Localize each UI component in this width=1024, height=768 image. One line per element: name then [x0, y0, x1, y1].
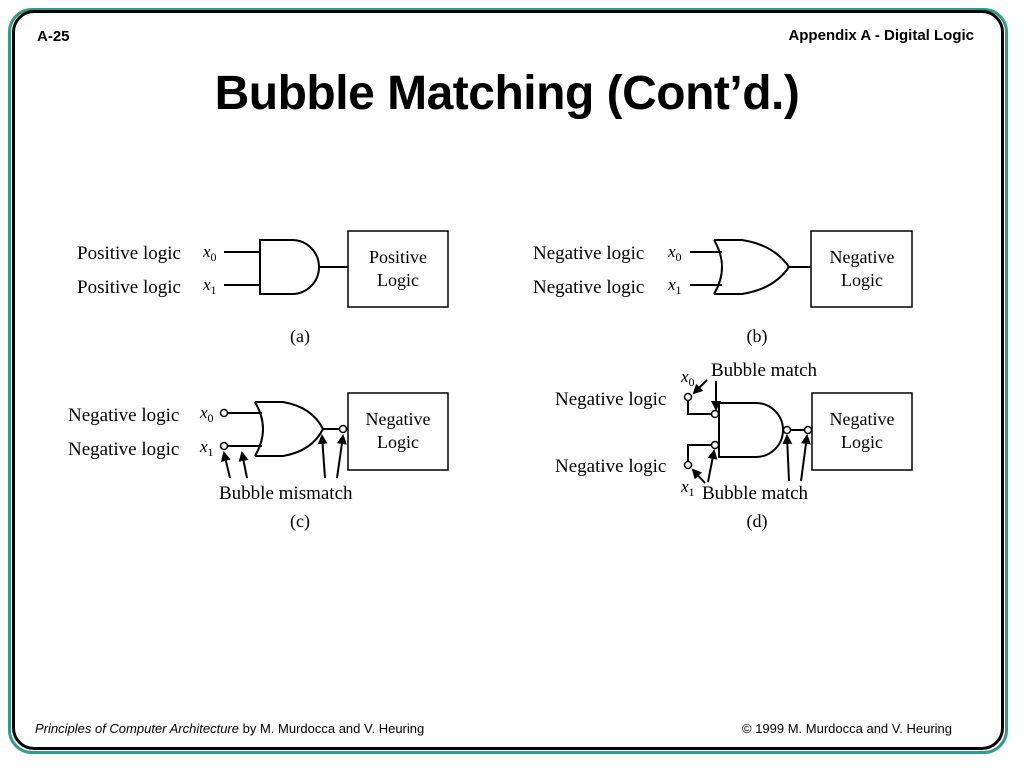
slide-title: Bubble Matching (Cont’d.) — [214, 67, 800, 120]
page-number: A-25 — [37, 28, 70, 45]
bubble-match-label-top: Bubble match — [711, 360, 818, 381]
input-wire-bottom — [687, 444, 711, 461]
variable-x1: x1 — [667, 275, 682, 297]
input-bubble-top — [683, 392, 693, 402]
nand-gate — [718, 402, 784, 458]
panel-a: Positive logic Positive logic x0 x1 Posi… — [77, 230, 449, 347]
footer-copyright: © 1999 M. Murdocca and V. Heuring — [742, 721, 952, 736]
input-label-top: Negative logic — [533, 243, 644, 264]
input-wire-top — [687, 401, 711, 415]
or-gate — [713, 239, 791, 295]
input-label-top: Negative logic — [555, 389, 666, 410]
mismatch-arrow — [336, 434, 347, 479]
bubble-mismatch-label: Bubble mismatch — [219, 483, 353, 504]
logic-box-line1: Negative — [366, 409, 431, 429]
logic-box — [810, 230, 913, 308]
input-label-bottom: Negative logic — [68, 439, 179, 460]
logic-box-line2: Logic — [841, 270, 883, 290]
variable-x1: x1 — [199, 437, 214, 459]
logic-box-line1: Negative — [830, 247, 895, 267]
footer-book-credit: Principles of Computer Architecture by M… — [35, 721, 424, 736]
gate-output-bubble — [782, 425, 792, 435]
panel-d: Negative logic Negative logic x0 x1 Nega… — [555, 360, 913, 532]
gate-input-bubble-top — [710, 409, 720, 419]
section-title: Appendix A - Digital Logic — [788, 27, 974, 44]
and-gate — [259, 239, 320, 295]
match-arrow — [707, 449, 718, 483]
bubble-match-label-bottom: Bubble match — [702, 483, 809, 504]
output-bubble — [338, 424, 348, 434]
slide-inner-border — [12, 10, 1004, 750]
input-bubble-bottom — [683, 460, 693, 470]
logic-box-line1: Positive — [369, 247, 427, 267]
caption-b: (b) — [747, 326, 768, 347]
match-arrow — [800, 434, 811, 482]
input-bubble-bottom — [219, 441, 229, 451]
variable-x0: x0 — [667, 242, 682, 264]
slide-outer-border — [8, 8, 1008, 754]
book-authors: by M. Murdocca and V. Heuring — [239, 721, 425, 736]
caption-a: (a) — [290, 326, 310, 347]
variable-x0: x0 — [202, 242, 217, 264]
match-arrow — [691, 468, 706, 484]
input-label-top: Positive logic — [77, 243, 181, 264]
mismatch-arrow — [238, 451, 249, 479]
gate-input-bubble-bottom — [710, 440, 720, 450]
variable-x0: x0 — [680, 367, 695, 389]
book-title: Principles of Computer Architecture — [35, 721, 239, 736]
caption-d: (d) — [747, 511, 768, 532]
logic-box — [811, 392, 913, 471]
input-label-bottom: Positive logic — [77, 277, 181, 298]
or-gate — [254, 401, 325, 457]
match-arrow — [782, 434, 793, 482]
mismatch-arrow — [221, 451, 231, 479]
input-label-bottom: Negative logic — [555, 456, 666, 477]
logic-box-line2: Logic — [841, 432, 883, 452]
logic-box-line1: Negative — [830, 409, 895, 429]
variable-x0: x0 — [199, 403, 214, 425]
logic-box — [347, 392, 449, 471]
panel-c: Negative logic Negative logic x0 x1 Nega… — [68, 392, 449, 532]
variable-x1: x1 — [202, 275, 217, 297]
variable-x1: x1 — [680, 477, 695, 499]
box-input-bubble — [803, 425, 813, 435]
input-bubble-top — [219, 408, 229, 418]
match-arrow — [692, 379, 708, 395]
caption-c: (c) — [290, 511, 310, 532]
input-label-bottom: Negative logic — [533, 277, 644, 298]
input-label-top: Negative logic — [68, 405, 179, 426]
logic-box — [347, 230, 449, 308]
panel-b: Negative logic Negative logic x0 x1 Nega… — [533, 230, 913, 347]
logic-box-line2: Logic — [377, 432, 419, 452]
mismatch-arrow — [317, 434, 328, 479]
logic-box-line2: Logic — [377, 270, 419, 290]
